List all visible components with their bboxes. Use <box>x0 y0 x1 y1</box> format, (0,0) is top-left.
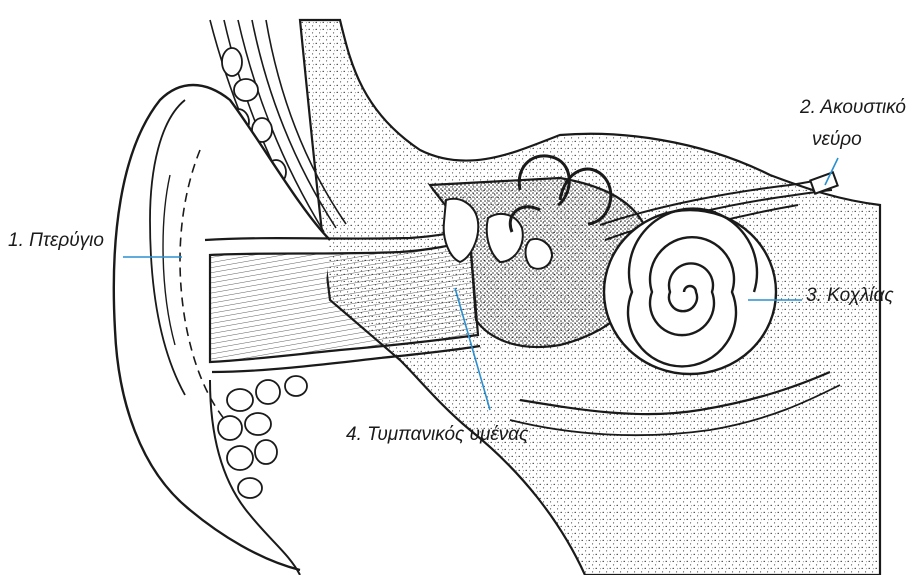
label-cochlea: 3. Κοχλίας <box>806 285 894 307</box>
label-nerve-line2: νεύρο <box>812 129 862 151</box>
nerve-stub <box>810 172 837 193</box>
label-eardrum: 4. Τυμπανικός υμένας <box>346 424 528 446</box>
cochlea <box>604 209 776 374</box>
label-nerve-line1: 2. Ακουστικό <box>800 97 906 119</box>
label-pinna: 1. Πτερύγιο <box>8 230 104 252</box>
